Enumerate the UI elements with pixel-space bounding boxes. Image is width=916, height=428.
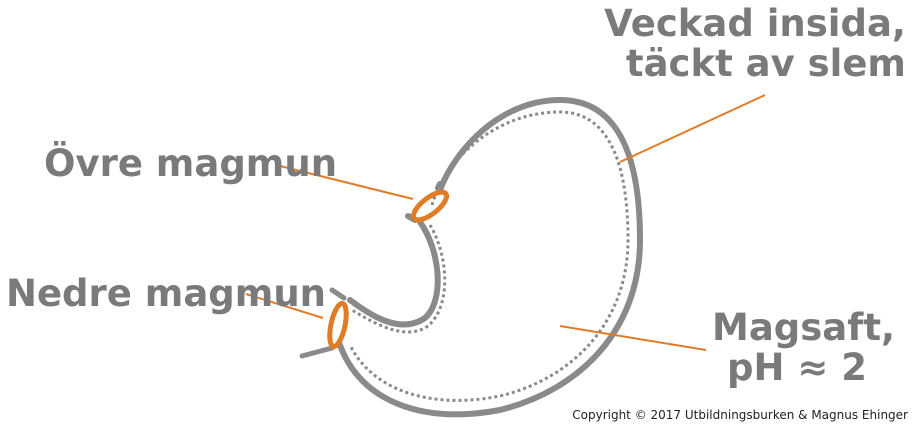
label-gastric-acid: Magsaft, pH ≈ 2 — [712, 306, 896, 389]
stomach-lesser-curvature-inner — [351, 224, 447, 334]
label-upper-sphincter: Övre magmun — [44, 142, 338, 185]
duodenum-stub — [329, 287, 347, 301]
label-lower-sphincter: Nedre magmun — [6, 272, 327, 315]
label-folded-line1: Veckad insida, — [604, 2, 906, 45]
stomach-inner-wall — [348, 110, 630, 402]
lower-sphincter-ring — [327, 300, 349, 350]
leader-line-upper — [275, 164, 414, 200]
label-folded-line2: täckt av slem — [625, 42, 906, 85]
copyright-notice: Copyright © 2017 Utbildningsburken & Mag… — [572, 408, 908, 422]
leader-line-acid — [559, 325, 707, 351]
leader-line-lower — [245, 293, 324, 319]
label-acid-line2: pH ≈ 2 — [727, 346, 867, 389]
label-folded-lining: Veckad insida, täckt av slem — [604, 4, 906, 84]
duodenum-stub — [299, 345, 335, 359]
upper-sphincter-ring — [410, 189, 450, 223]
leader-line-folded — [619, 94, 766, 163]
stomach-outer-wall — [337, 96, 644, 418]
label-acid-line1: Magsaft, — [712, 306, 896, 349]
esophagus-stub — [435, 181, 443, 191]
stomach-lesser-curvature — [347, 219, 441, 328]
